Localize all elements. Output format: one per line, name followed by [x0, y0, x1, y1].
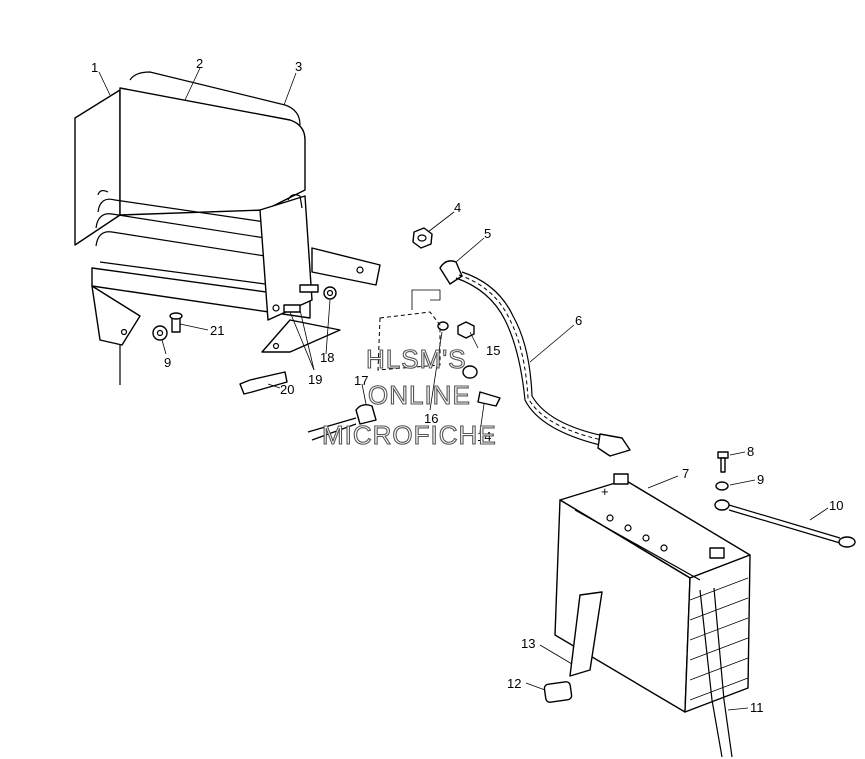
callout-10: 10: [829, 498, 843, 513]
battery-bracket-assembly: [74, 71, 381, 385]
callout-9-left: 9: [164, 355, 171, 370]
callout-8: 8: [747, 444, 754, 459]
plus-symbol: +: [601, 484, 609, 499]
cable-end-left: [307, 365, 501, 441]
terminal-nut-icon: [457, 321, 475, 339]
bottom-flange: [91, 285, 141, 346]
hold-down-strap: [569, 591, 603, 677]
cover-lip: [129, 71, 301, 126]
callout-7: 7: [682, 466, 689, 481]
callout-19: 19: [308, 372, 322, 387]
callout-2: 2: [196, 56, 203, 71]
bolt-icon: [239, 371, 288, 395]
watermark-line-1: HLSM'S: [366, 344, 467, 374]
callout-11: 11: [750, 700, 764, 715]
tray-curl-1: [97, 198, 266, 223]
positive-cable: [439, 260, 631, 457]
callout-numbers: 1 2 3 4 5 6 7 8 9 10 11 12 13 14 15 16 1…: [91, 56, 843, 715]
callout-9-right: 9: [757, 472, 764, 487]
cable-boot-top: [439, 260, 463, 285]
cable-boot-bottom: [597, 433, 631, 457]
callout-14: 14: [477, 429, 491, 444]
fasteners: [152, 227, 475, 395]
strap-buckle: [543, 681, 573, 703]
star-washer-icon: [323, 286, 337, 300]
callout-20: 20: [280, 382, 294, 397]
battery: +: [543, 473, 751, 758]
callout-15: 15: [486, 343, 500, 358]
callout-17: 17: [354, 373, 368, 388]
callout-3: 3: [295, 59, 302, 74]
watermark-line-3: MICROFICHE: [322, 420, 497, 450]
callout-16: 16: [424, 411, 438, 426]
callout-6: 6: [575, 313, 582, 328]
nut-icon: [412, 227, 433, 249]
callout-4: 4: [454, 200, 461, 215]
star-washer-left-icon: [152, 325, 168, 341]
positive-terminal: [613, 473, 629, 485]
side-plate: [259, 195, 313, 321]
negative-terminal: [709, 547, 725, 559]
callout-21: 21: [210, 323, 224, 338]
terminal-washer-icon: [715, 481, 729, 491]
callout-1: 1: [91, 60, 98, 75]
cover-shell: [119, 87, 306, 216]
lower-bracket: [261, 319, 341, 353]
mounting-strap: [311, 247, 381, 286]
ground-cable: [714, 499, 856, 548]
callout-18: 18: [320, 350, 334, 365]
watermark: HLSM'S ONLINE MICROFICHE: [321, 343, 497, 450]
watermark-line-2: ONLINE: [368, 380, 471, 410]
callout-13: 13: [521, 636, 535, 651]
terminal-bolt: [715, 451, 729, 491]
screw-icon: [299, 284, 319, 293]
leader-lines: [98, 67, 829, 711]
tray-front-rail: [91, 267, 311, 319]
callout-12: 12: [507, 676, 521, 691]
callout-5: 5: [484, 226, 491, 241]
